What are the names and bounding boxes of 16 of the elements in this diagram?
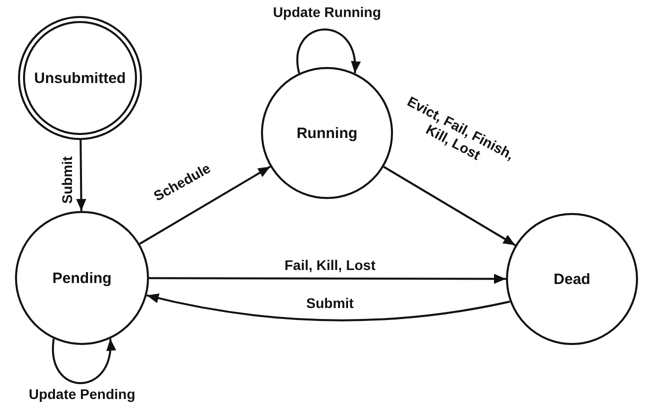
transition-arrow — [52, 338, 116, 384]
transition-arrow — [383, 166, 516, 246]
edge-label: Update Pending — [28, 386, 136, 402]
state-label: Unsubmitted — [34, 70, 126, 86]
edge-label: Fail, Kill, Lost — [283, 256, 376, 274]
transition-arrow — [76, 140, 86, 212]
edge-label: Submit — [58, 155, 76, 206]
state-label: Running — [296, 124, 358, 142]
edge-label: Update Running — [272, 4, 382, 20]
state-label: Pending — [52, 270, 112, 286]
transition-arrow — [296, 28, 360, 74]
transition-arrow — [139, 166, 271, 245]
edge-label: Submit — [305, 294, 355, 312]
transition-arrow — [146, 293, 510, 322]
transition-arrow — [149, 274, 506, 284]
state-label: Dead — [554, 270, 590, 288]
